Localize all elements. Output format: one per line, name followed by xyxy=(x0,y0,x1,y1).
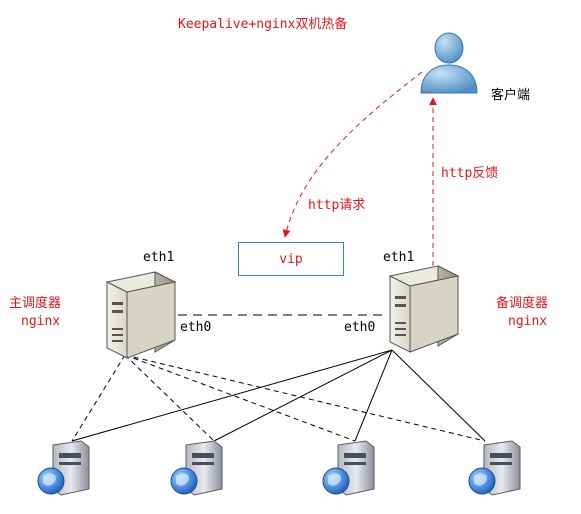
master-links xyxy=(71,354,486,442)
client-person-icon xyxy=(420,32,478,94)
diagram-title: Keepalive+nginx双机热备 xyxy=(178,17,348,32)
master-link-1 xyxy=(71,354,126,442)
client-label: 客户端 xyxy=(491,88,531,103)
backup-eth0-label: eth0 xyxy=(344,320,376,335)
master-link-3 xyxy=(124,354,356,442)
master-scheduler-label: 主调度器 xyxy=(9,296,62,311)
master-server-icon xyxy=(105,271,177,359)
master-link-4 xyxy=(124,354,486,442)
master-link-2 xyxy=(124,354,215,442)
vip-box: vip xyxy=(238,242,344,276)
backup-server-icon xyxy=(388,265,460,353)
master-eth0-label: eth0 xyxy=(180,320,212,335)
backup-scheduler-label: 备调度器 xyxy=(496,296,549,311)
backup-links xyxy=(71,349,486,442)
http-request-arrow xyxy=(282,71,423,238)
backup-service-label: nginx xyxy=(508,314,548,329)
http-request-label: http请求 xyxy=(308,198,366,213)
http-response-label: http反馈 xyxy=(441,166,499,181)
backup-link-1 xyxy=(71,349,393,442)
backup-link-3 xyxy=(354,349,393,442)
master-service-label: nginx xyxy=(21,314,61,329)
web-server-icon xyxy=(322,440,375,496)
web-server-icon xyxy=(37,440,90,496)
backup-link-2 xyxy=(213,349,393,442)
vip-label: vip xyxy=(279,251,303,267)
web-server-icon xyxy=(170,440,223,496)
backup-link-4 xyxy=(391,349,486,442)
backup-eth1-label: eth1 xyxy=(383,250,415,265)
master-eth1-label: eth1 xyxy=(143,250,175,265)
web-server-icon xyxy=(468,440,521,496)
